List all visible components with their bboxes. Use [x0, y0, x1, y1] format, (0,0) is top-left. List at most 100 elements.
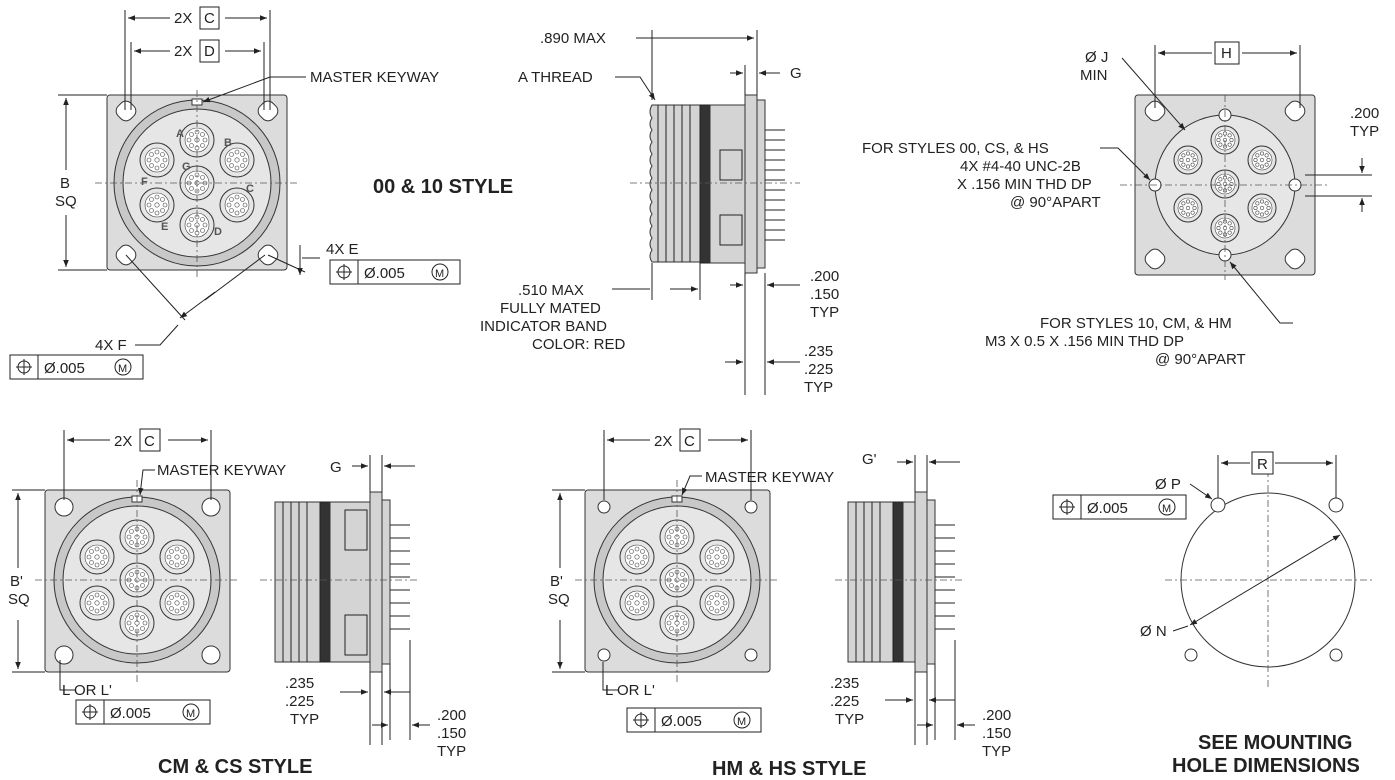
dim-label: 4X E [326, 241, 359, 258]
dim-label: 2X [174, 43, 192, 60]
contact-letter: F [141, 176, 148, 188]
dim-label: .235 [830, 675, 859, 692]
dim-label: TYP [290, 711, 319, 728]
tolerance-value: Ø.005 [110, 705, 151, 722]
dim-label: .200 [1350, 105, 1379, 122]
note-text: @ 90°APART [1155, 351, 1246, 368]
contact-letter: G [182, 161, 191, 173]
thread-coupling [274, 501, 321, 663]
dim-label: .225 [830, 693, 859, 710]
section-title: HOLE DIMENSIONS [1172, 755, 1360, 777]
dim-label: 2X [174, 10, 192, 27]
contact-cavity [139, 142, 175, 178]
dim-label: B' [550, 573, 563, 590]
dim-label: .235 [804, 343, 833, 360]
master-keyway-label: MASTER KEYWAY [310, 69, 439, 86]
mmc-symbol: M [737, 716, 746, 728]
dim-label: 2X [114, 433, 132, 450]
dim-label: 4X F [95, 337, 127, 354]
contact-letter: C [246, 183, 254, 195]
dim-label: D [204, 43, 215, 60]
style-title: HM & HS STYLE [712, 758, 866, 780]
dim-label: TYP [982, 743, 1011, 760]
dim-label: Ø J [1085, 49, 1108, 66]
mount-hole [1329, 648, 1343, 662]
dim-label: 2X [654, 433, 672, 450]
thread-coupling [847, 501, 894, 663]
dim-label: FULLY MATED [500, 300, 601, 317]
dim-label: COLOR: RED [532, 336, 626, 353]
contact-letter: D [214, 226, 222, 238]
dim-label: TYP [804, 379, 833, 396]
mount-hole [1210, 497, 1226, 513]
dim-label: .225 [804, 361, 833, 378]
dim-label: Ø P [1155, 476, 1181, 493]
dim-label: SQ [55, 193, 77, 210]
flange-edge [744, 94, 758, 274]
dim-label: .890 MAX [540, 30, 606, 47]
note-text: @ 90°APART [1010, 194, 1101, 211]
rear-view: Ø J MIN H .200 TYP FOR STYLES 00, CS, & … [862, 41, 1379, 368]
contact-cavity [139, 187, 175, 223]
mmc-symbol: M [118, 363, 127, 375]
contact-letter: B [224, 137, 232, 149]
connector-shell [709, 104, 746, 264]
dim-label: .150 [437, 725, 466, 742]
tolerance-value: Ø.005 [44, 360, 85, 377]
dim-label: SQ [8, 591, 30, 608]
dim-label: INDICATOR BAND [480, 318, 607, 335]
dim-label: SQ [548, 591, 570, 608]
dim-label: .150 [810, 286, 839, 303]
dim-label: B [60, 175, 70, 192]
note-text: FOR STYLES 10, CM, & HM [1040, 315, 1232, 332]
dim-label: .200 [437, 707, 466, 724]
dim-box [199, 6, 220, 30]
dim-label: R [1257, 456, 1268, 473]
note-text: FOR STYLES 00, CS, & HS [862, 140, 1049, 157]
dim-label: TYP [810, 304, 839, 321]
dim-label: TYP [1350, 123, 1379, 140]
dim-label: L OR L' [62, 682, 112, 699]
indicator-band [699, 104, 711, 264]
dim-label: MIN [1080, 67, 1108, 84]
style-title: 00 & 10 STYLE [373, 176, 513, 198]
dim-label: B' [10, 573, 23, 590]
dim-box [1214, 41, 1240, 65]
mounting-hole-view: R Ø P Ø.005 M Ø N SEE MOUNTING HOLE DIME… [1052, 451, 1375, 777]
dim-label: C [144, 433, 155, 450]
tolerance-value: Ø.005 [661, 713, 702, 730]
tolerance-value: Ø.005 [364, 265, 405, 282]
dim-label: .225 [285, 693, 314, 710]
note-text: 4X #4-40 UNC-2B [960, 158, 1081, 175]
dim-label: G [330, 459, 342, 476]
section-title: SEE MOUNTING [1198, 732, 1352, 754]
master-keyway-label: MASTER KEYWAY [157, 462, 286, 479]
dim-label: .510 MAX [518, 282, 584, 299]
note-text: M3 X 0.5 X .156 MIN THD DP [985, 333, 1184, 350]
contact-pins [765, 129, 785, 241]
mmc-symbol: M [435, 268, 444, 280]
dim-label: TYP [835, 711, 864, 728]
dim-label: .200 [982, 707, 1011, 724]
dim-label: .150 [982, 725, 1011, 742]
dim-box [199, 39, 220, 63]
mount-hole [1328, 497, 1344, 513]
dim-label: C [684, 433, 695, 450]
dim-label: G' [862, 451, 877, 468]
mmc-symbol: M [1162, 503, 1171, 515]
dim-label: C [204, 10, 215, 27]
thread-coupling [649, 104, 701, 263]
thread-label: A THREAD [518, 69, 593, 86]
dim-label: .235 [285, 675, 314, 692]
cm-cs-view: 2X C MASTER KEYWAY B' SQ L OR L' Ø.005 M [8, 428, 466, 778]
dim-label: H [1221, 45, 1232, 62]
side-view-00-10: .890 MAX A THREAD G .510 MAX FULLY MATED… [480, 30, 839, 396]
mmc-symbol: M [186, 708, 195, 720]
note-text: X .156 MIN THD DP [957, 176, 1092, 193]
style-title: CM & CS STYLE [158, 756, 312, 778]
contact-letter: E [161, 221, 168, 233]
dim-label: L OR L' [605, 682, 655, 699]
contact-letter: A [176, 128, 184, 140]
dim-label: G [790, 65, 802, 82]
